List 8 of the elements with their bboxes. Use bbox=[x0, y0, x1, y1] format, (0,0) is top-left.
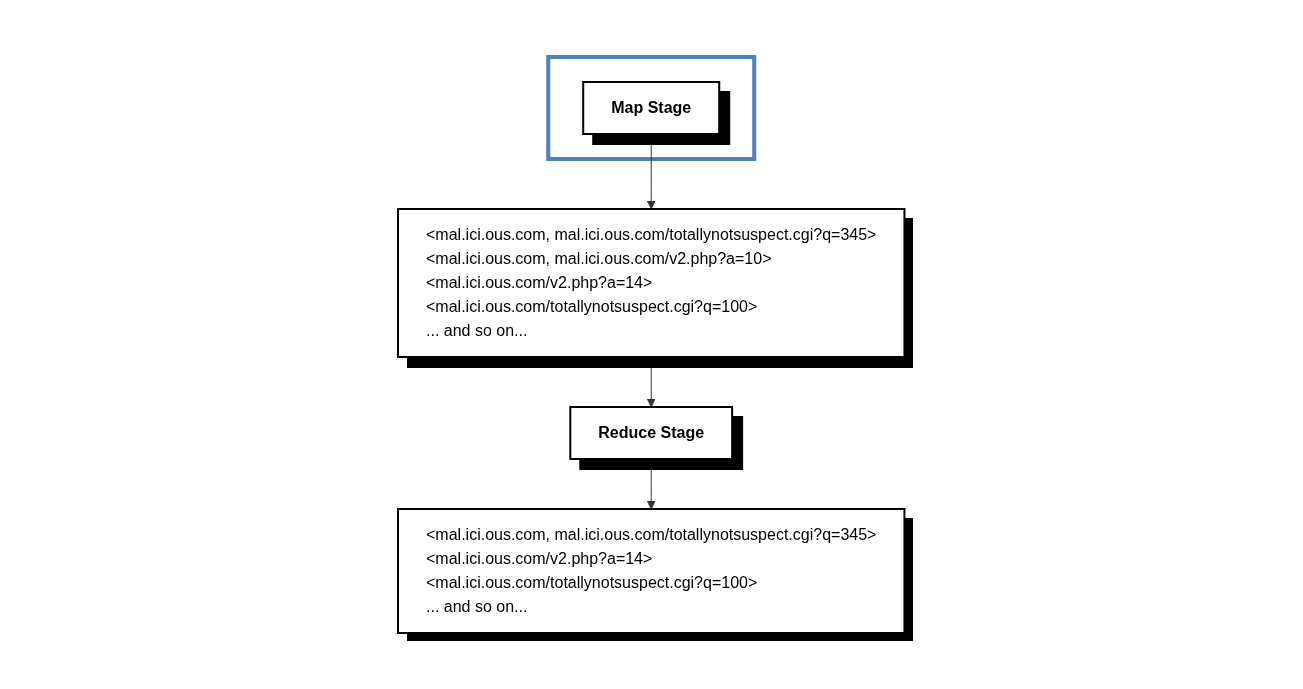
arrow bbox=[647, 356, 656, 407]
node-box: <mal.ici.ous.com, mal.ici.ous.com/totallynotsuspect.cgi?q=345> <mal.ici.ous.com/v2.php?a=14> <mal.ici.ous.com/totallynotsuspect.cgi?q=100> ... and so on... bbox=[397, 507, 906, 634]
arrow bbox=[647, 458, 656, 509]
node-box: <mal.ici.ous.com, mal.ici.ous.com/totallynotsuspect.cgi?q=345> <mal.ici.ous.com, mal.ici.ous.com/v2.php?a=10> <mal.ici.ous.com/v2.php?a=14> <mal.ici.ous.com/totallynotsuspect.cgi?q=100> ... and so on... bbox=[397, 207, 906, 358]
node-box: Reduce Stage bbox=[569, 405, 734, 460]
node-box: Map Stage bbox=[582, 80, 721, 135]
arrow bbox=[647, 133, 656, 209]
cluster bbox=[546, 54, 757, 161]
